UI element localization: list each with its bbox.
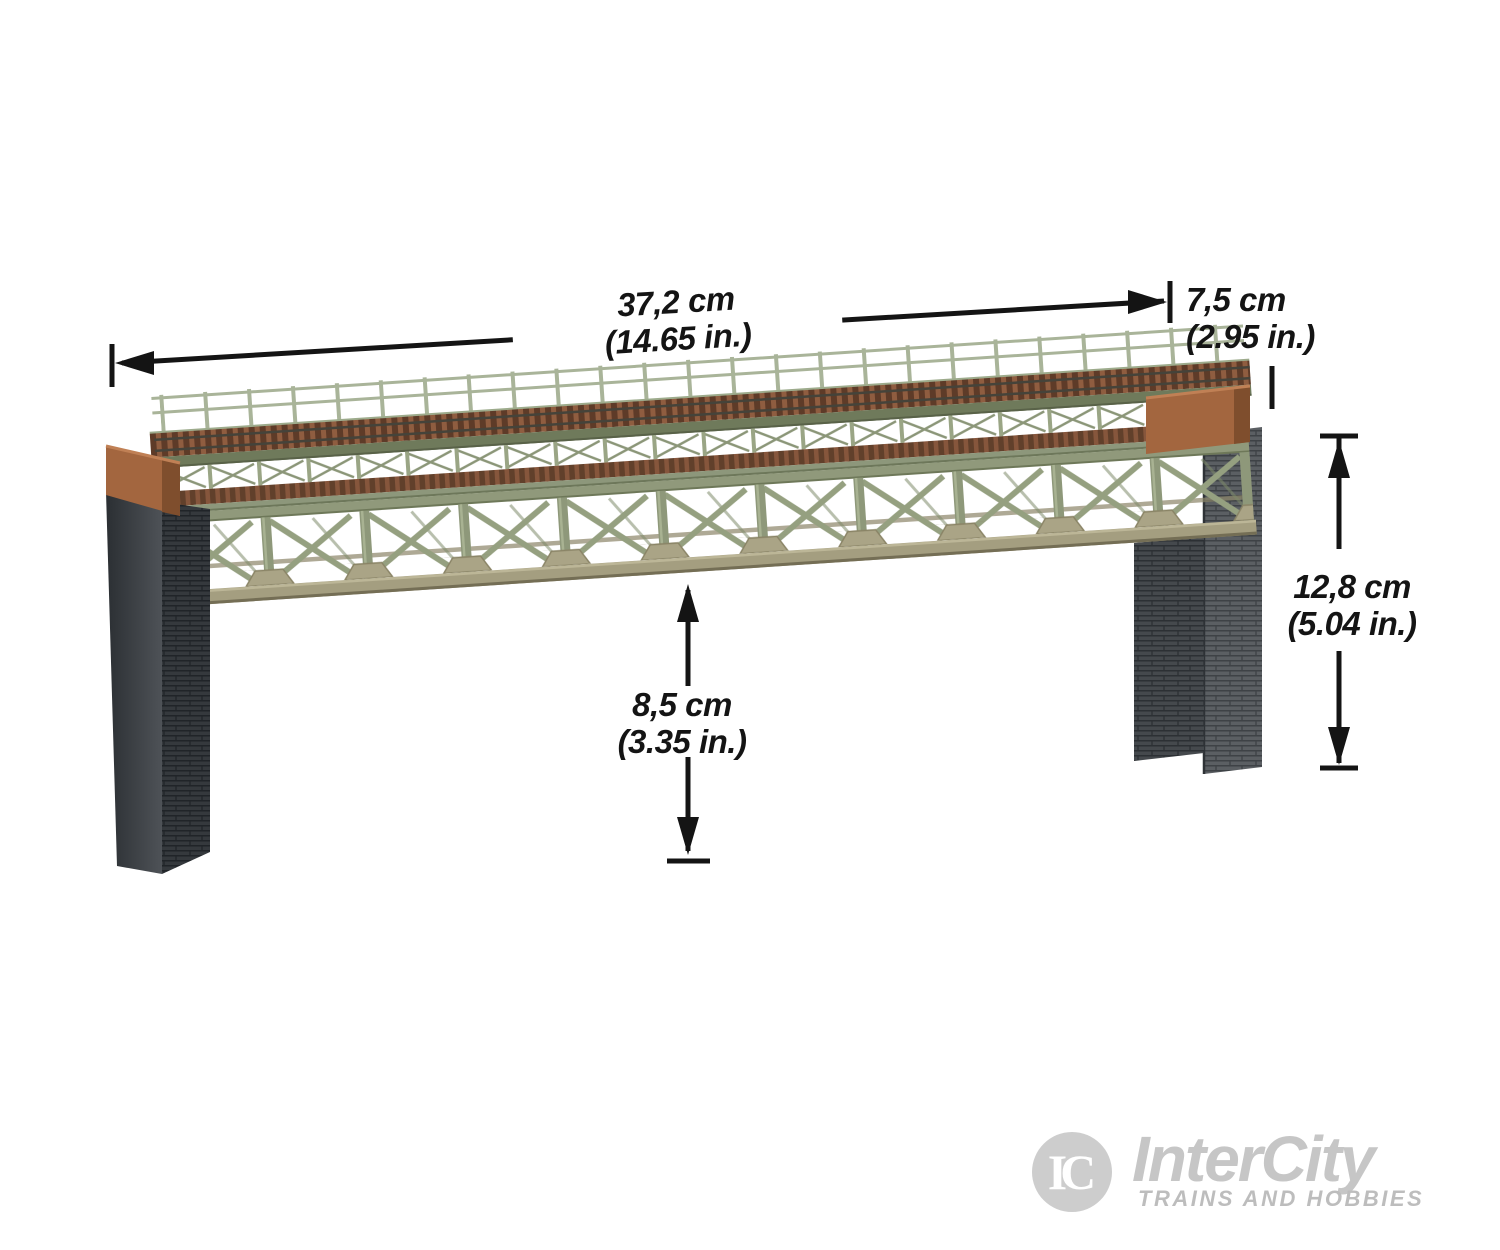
dim-height-label: 12,8 cm (5.04 in.) <box>1222 568 1482 642</box>
deck-end-right <box>1145 384 1251 454</box>
walkway-lattice-railing <box>158 395 1248 493</box>
dim-height-metric: 12,8 cm <box>1293 568 1411 605</box>
brand-tagline: TRAINS AND HOBBIES <box>1138 1186 1425 1211</box>
arrow-right-icon <box>1128 290 1167 314</box>
dim-clearance-imperial: (3.35 in.) <box>617 723 747 760</box>
dim-clearance-metric: 8,5 cm <box>632 686 732 723</box>
bridge-span <box>149 323 1257 608</box>
dim-clearance-label: 8,5 cm (3.35 in.) <box>550 686 814 760</box>
dim-height-line <box>1320 433 1358 771</box>
truss-lattice <box>161 451 1254 592</box>
dim-height-imperial: (5.04 in.) <box>1287 605 1417 642</box>
watermark-logo: IC InterCity TRAINS AND HOBBIES <box>1032 1122 1472 1222</box>
brand-monogram-icon: IC <box>1032 1132 1112 1212</box>
right-abutment-front-column <box>1134 536 1204 761</box>
left-abutment-front-face <box>106 492 162 874</box>
deck-end-left <box>105 444 181 516</box>
dim-width-metric: 7,5 cm <box>1186 281 1286 318</box>
dim-width-imperial: (2.95 in.) <box>1186 318 1315 355</box>
deck-far-edge <box>149 358 1250 435</box>
deck-fascia <box>151 384 1252 469</box>
railing-rails <box>151 324 1245 415</box>
dim-width-label: 7,5 cm (2.95 in.) <box>1186 281 1406 355</box>
dim-clearance-line <box>667 584 710 864</box>
truss-bottom-chord <box>162 519 1257 608</box>
arrow-down-icon <box>1328 727 1350 765</box>
arrow-left-icon <box>115 351 154 375</box>
arrow-down-icon <box>677 817 699 855</box>
left-abutment <box>105 444 210 874</box>
truss-top-chord <box>161 441 1250 525</box>
brand-name: InterCity <box>1132 1123 1376 1195</box>
arrow-up-icon <box>1328 440 1350 478</box>
truss-feet <box>163 503 1254 593</box>
left-abutment-brick-side <box>162 502 210 874</box>
track-rails <box>154 365 1251 453</box>
walkway-deck <box>159 419 1249 508</box>
truss-end-post <box>1239 451 1254 521</box>
